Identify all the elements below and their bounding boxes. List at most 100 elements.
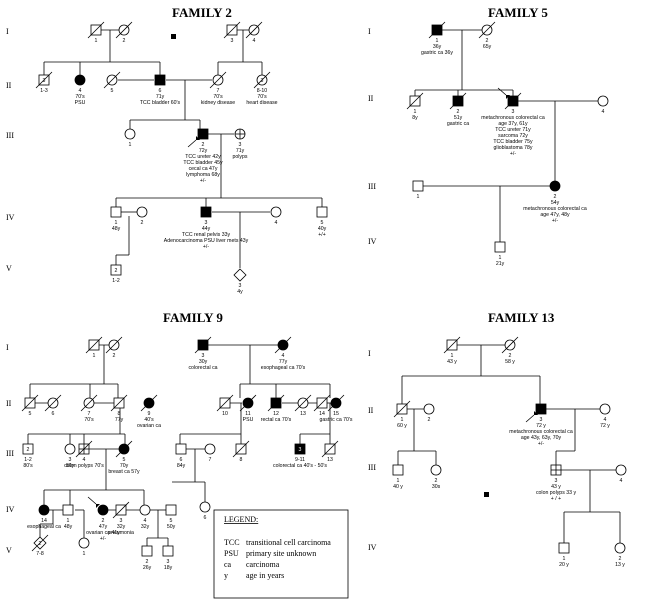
individual-number: 3 <box>540 417 543 423</box>
deceased-slash <box>44 394 62 412</box>
individual-annotation: +/- <box>510 151 516 157</box>
generation-label: IV <box>368 543 377 552</box>
deceased-slash <box>85 336 103 354</box>
deceased-slash <box>449 92 467 110</box>
individual-number: 6 <box>159 88 162 94</box>
generation-label: III <box>368 182 376 191</box>
family-5-lines <box>414 29 598 242</box>
individual-number: 1 <box>414 109 417 115</box>
individual-number: 3 <box>231 38 234 44</box>
individual-number: 8 <box>118 411 121 417</box>
male-symbol <box>392 464 404 476</box>
family-5-generations: I II III IV <box>368 27 377 246</box>
individual-annotation: 50y <box>167 524 176 530</box>
individual-number: 2 <box>457 109 460 115</box>
individual-number: 3 <box>167 559 170 565</box>
individual-number: 9 <box>148 411 151 417</box>
legend: LEGEND: TCC transitional cell carcinoma … <box>213 509 349 599</box>
individual-number: 1 <box>436 38 439 44</box>
individual-annotation: 70's <box>213 94 223 100</box>
individual-annotation: 13 y <box>615 562 625 568</box>
individual-number: 2 <box>435 478 438 484</box>
individual-number: 3 <box>512 109 515 115</box>
mark <box>171 34 176 39</box>
male-symbol <box>535 403 547 415</box>
deceased-slash <box>504 92 522 110</box>
individual-annotation: TCC ureter 71y <box>495 127 531 133</box>
individual-number: 1 <box>451 353 454 359</box>
proband-arrowhead <box>196 136 200 140</box>
individual-male-3-2: 160 y <box>393 400 411 429</box>
count-label: 2 <box>27 447 30 453</box>
family-2-title: FAMILY 2 <box>172 5 232 20</box>
generation-label: III <box>368 463 376 472</box>
individual-annotation: 60 y <box>397 423 407 429</box>
individual-annotation: colorectal ca 40's - 50's <box>273 463 327 469</box>
generation-label: IV <box>6 505 15 514</box>
individual-annotation: cecal ca 47y <box>189 166 218 172</box>
generation-label: IV <box>368 237 377 246</box>
deceased-slash <box>245 21 263 39</box>
individual-number: 2 <box>202 142 205 148</box>
individual-female-0-14: 2 <box>136 206 148 226</box>
individual-annotation: +/- <box>552 218 558 224</box>
family-2-lines <box>43 29 323 268</box>
individual-annotation: 44y <box>202 226 211 232</box>
female-symbol <box>97 504 109 516</box>
individual-number: 3 <box>239 142 242 148</box>
male-symbol <box>110 206 122 218</box>
individual-annotation: metachronous colorectal ca <box>523 206 587 212</box>
individual-number: 3 <box>202 353 205 359</box>
individual-annotation: 71y <box>236 148 245 154</box>
individual-annotation: 40 y <box>393 484 403 490</box>
deceased-slash <box>223 21 241 39</box>
female-symbol <box>139 504 151 516</box>
individual-annotation: glioblastoma 78y <box>494 145 533 151</box>
deceased-slash <box>406 92 424 110</box>
deceased-slash <box>209 71 227 89</box>
generation-label: II <box>368 94 374 103</box>
individual-female-2-12: 13 <box>294 394 312 417</box>
individual-number: 5 <box>29 411 32 417</box>
deceased-slash <box>103 71 121 89</box>
individual-annotation: 65y <box>483 44 492 50</box>
legend-text: primary site unknown <box>246 549 316 558</box>
generation-label: I <box>6 343 9 352</box>
individual-number: 1 <box>95 38 98 44</box>
generation-label: III <box>6 449 14 458</box>
individual-number: 2 <box>123 38 126 44</box>
individual-annotation: TCC renal pelvis 33y <box>182 232 231 238</box>
individual-female-2-6: 770's <box>80 394 98 423</box>
male-symbol <box>558 542 570 554</box>
individual-female-2-20: 7 <box>204 443 216 463</box>
deceased-slash <box>115 21 133 39</box>
individual-annotation: 26y <box>143 565 152 571</box>
generation-label: I <box>368 349 371 358</box>
individual-annotation: 40's <box>144 417 154 423</box>
generation-label: II <box>368 406 374 415</box>
individual-female-0-1: 2 <box>115 21 133 44</box>
individual-annotation: 70's <box>75 94 85 100</box>
individual-annotation: 84y <box>177 463 186 469</box>
generation-label: I <box>6 27 9 36</box>
individual-annotation: TCC bladder 45y <box>183 160 223 166</box>
individual-female-3-9: 4 <box>615 464 627 484</box>
individual-number: 5 <box>111 88 114 94</box>
individual-annotation: 30y <box>199 359 208 365</box>
legend-abbr: ca <box>224 560 232 569</box>
individual-annotation: kidney disease <box>201 100 235 106</box>
generation-label: IV <box>6 213 15 222</box>
individual-annotation: sarcoma 72y <box>498 133 528 139</box>
individual-female-0-16: 4 <box>270 206 282 226</box>
deceased-slash <box>31 534 49 552</box>
individual-annotation: 54y <box>551 200 560 206</box>
individual-male-0-0: 1 <box>87 21 105 44</box>
